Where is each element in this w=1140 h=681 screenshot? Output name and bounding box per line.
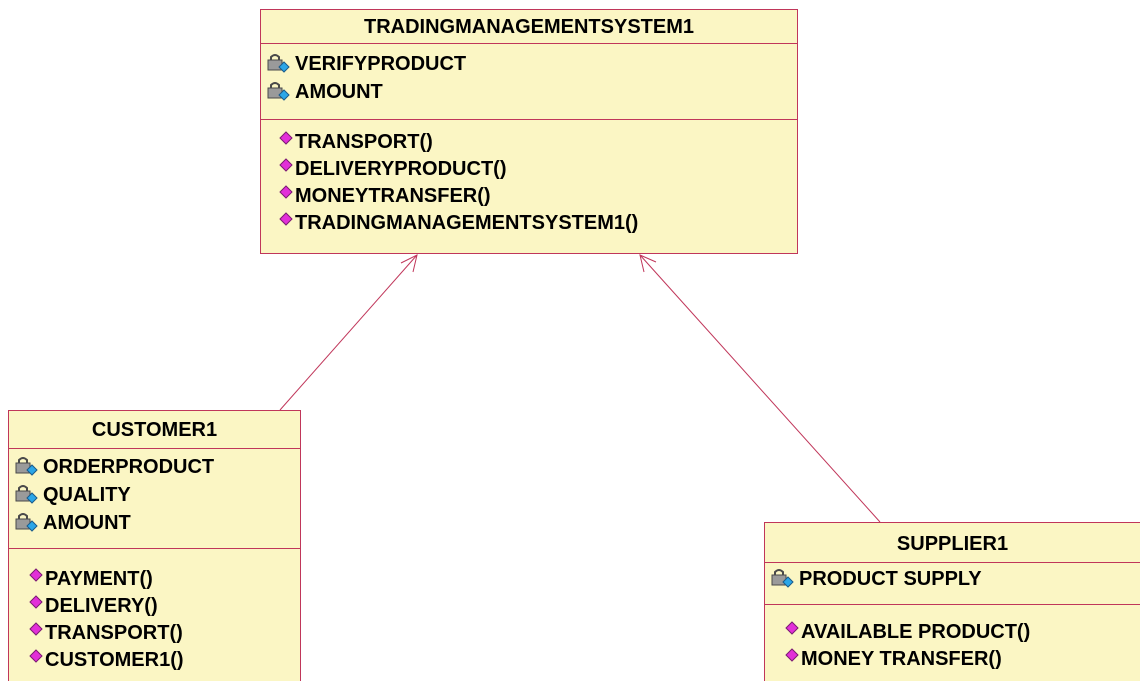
generalization-supplier-to-tms[interactable] [639,254,881,523]
class-supplier[interactable]: SUPPLIER1 PRODUCT SUPPLY AVAILABLE PRODU… [764,522,1140,681]
attribute-label: ORDERPRODUCT [43,455,215,478]
attribute-lock-icon [771,569,794,588]
operation-compartment: TRANSPORT() DELIVERYPRODUCT() MONEYTRANS… [261,120,797,237]
attribute-label: QUALITY [43,483,131,506]
operation-diamond-icon [279,185,293,199]
attribute-label: VERIFYPRODUCT [295,52,467,75]
operation-diamond-icon [29,622,43,636]
attribute-label: AMOUNT [43,511,131,534]
attribute-lock-icon [267,54,290,73]
attribute-compartment: ORDERPRODUCT QUALITY AMOUNT [9,449,300,549]
operation-row[interactable]: MONEYTRANSFER() [279,183,797,210]
operation-label: DELIVERYPRODUCT() [295,158,507,180]
operation-row[interactable]: TRANSPORT() [29,620,300,647]
operation-diamond-icon [785,648,799,662]
operation-diamond-icon [785,621,799,635]
attribute-row[interactable]: AMOUNT [267,78,797,106]
attribute-lock-icon [15,485,38,504]
class-name: SUPPLIER1 [765,523,1140,563]
operation-diamond-icon [29,568,43,582]
attribute-label: AMOUNT [295,80,383,103]
attribute-lock-icon [15,457,38,476]
operation-row[interactable]: AVAILABLE PRODUCT() [785,619,1140,646]
class-trading-management-system[interactable]: TRADINGMANAGEMENTSYSTEM1 VERIFYPRODUCT A… [260,9,798,254]
class-customer[interactable]: CUSTOMER1 ORDERPRODUCT QUALITY AMOUNT PA… [8,410,301,681]
attribute-row[interactable]: VERIFYPRODUCT [267,50,797,78]
operation-diamond-icon [279,212,293,226]
attribute-label: PRODUCT SUPPLY [799,567,982,590]
operation-label: AVAILABLE PRODUCT() [801,621,1031,643]
generalization-arrowhead-customer [400,254,418,273]
operation-label: MONEYTRANSFER() [295,185,491,207]
operation-label: CUSTOMER1() [45,649,184,671]
generalization-line-customer [279,254,418,411]
operation-diamond-icon [279,158,293,172]
operation-compartment: AVAILABLE PRODUCT() MONEY TRANSFER() [765,605,1140,673]
operation-compartment: PAYMENT() DELIVERY() TRANSPORT() CUSTOME… [9,549,300,674]
operation-label: PAYMENT() [45,568,153,590]
operation-row[interactable]: DELIVERYPRODUCT() [279,156,797,183]
operation-row[interactable]: CUSTOMER1() [29,647,300,674]
generalization-customer-to-tms[interactable] [279,254,418,411]
attribute-row[interactable]: PRODUCT SUPPLY [771,565,1140,593]
operation-diamond-icon [29,595,43,609]
attribute-row[interactable]: ORDERPRODUCT [15,453,300,481]
attribute-lock-icon [267,82,290,101]
operation-row[interactable]: TRADINGMANAGEMENTSYSTEM1() [279,210,797,237]
generalization-line-supplier [639,254,881,523]
operation-row[interactable]: DELIVERY() [29,593,300,620]
attribute-lock-icon [15,513,38,532]
class-name: CUSTOMER1 [9,411,300,449]
operation-label: TRANSPORT() [295,131,433,153]
operation-row[interactable]: MONEY TRANSFER() [785,646,1140,673]
operation-row[interactable]: TRANSPORT() [279,129,797,156]
operation-diamond-icon [29,649,43,663]
attribute-compartment: VERIFYPRODUCT AMOUNT [261,44,797,120]
operation-row[interactable]: PAYMENT() [29,566,300,593]
attribute-row[interactable]: AMOUNT [15,509,300,537]
operation-label: TRANSPORT() [45,622,183,644]
operation-diamond-icon [279,131,293,145]
operation-label: MONEY TRANSFER() [801,648,1002,670]
attribute-compartment: PRODUCT SUPPLY [765,563,1140,605]
operation-label: TRADINGMANAGEMENTSYSTEM1() [295,212,639,234]
class-name: TRADINGMANAGEMENTSYSTEM1 [261,10,797,44]
generalization-arrowhead-supplier [639,254,657,273]
attribute-row[interactable]: QUALITY [15,481,300,509]
operation-label: DELIVERY() [45,595,158,617]
